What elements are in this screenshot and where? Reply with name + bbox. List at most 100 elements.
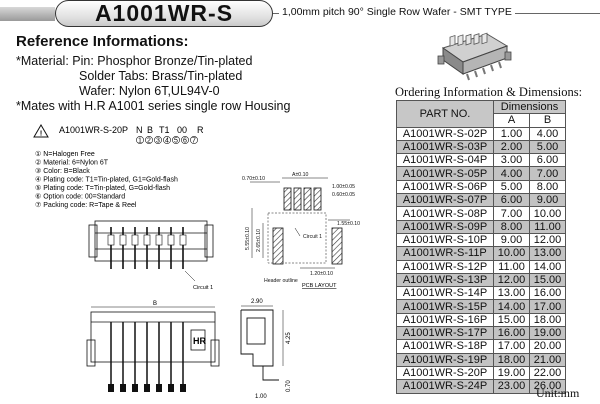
dimension-label: A±0.10 [292, 172, 309, 178]
part-code-letter: R [197, 125, 204, 135]
dimension-label: 1.20±0.10 [310, 271, 333, 277]
connector-front-view-drawing: B HR [86, 301, 220, 392]
ordering-title: Ordering Information & Dimensions: [395, 85, 583, 99]
dimension-b-cell: 10.00 [529, 206, 566, 221]
part-number-cell: A1001WR-S-16P [396, 312, 494, 328]
page-title: A1001WR-S [55, 0, 273, 27]
page-subtitle: 1,00mm pitch 90° Single Row Wafer - SMT … [279, 6, 515, 18]
circuit-label: Circuit 1 [303, 234, 322, 240]
dimension-a-cell: 23.00 [493, 379, 530, 394]
part-number-cell: A1001WR-S-11P [396, 246, 494, 261]
part-number-cell: A1001WR-S-18P [396, 339, 494, 354]
part-number-cell: A1001WR-S-04P [396, 153, 494, 168]
part-code-letter: B [147, 125, 153, 135]
dimension-a-cell: 17.00 [493, 339, 530, 354]
dimension-a-cell: 10.00 [493, 246, 530, 261]
dimension-a-cell: 3.00 [493, 153, 530, 168]
dimension-b-cell: 13.00 [529, 246, 566, 261]
part-number-cell: A1001WR-S-02P [396, 126, 494, 141]
callout-number: 7 [192, 138, 196, 145]
reference-line: Wafer: Nylon 6T,UL94V-0 [79, 84, 220, 98]
part-number-cell: A1001WR-S-17P [396, 326, 494, 341]
dimension-label: 0.60±0.05 [332, 192, 355, 198]
dimension-label: 0.70 [286, 380, 292, 392]
part-code-note: ④ Plating code: T1=Tin-plated, G1=Gold-f… [35, 176, 178, 184]
dimension-b-cell: 16.00 [529, 286, 566, 301]
dimension-a-cell: 13.00 [493, 286, 530, 301]
dimension-a-cell: 4.00 [493, 166, 530, 181]
dimension-a-cell: 2.00 [493, 139, 530, 155]
reference-line: *Material: Pin: Phosphor Bronze/Tin-plat… [16, 54, 253, 68]
dimension-b-cell: 11.00 [529, 219, 566, 234]
dimension-label: B [153, 301, 157, 307]
dimension-b-cell: 21.00 [529, 352, 566, 367]
dimension-a-cell: 19.00 [493, 365, 530, 381]
part-number-cell: A1001WR-S-08P [396, 206, 494, 221]
callout-number: 4 [165, 138, 169, 145]
callout-number: 1 [138, 138, 142, 145]
column-header-dimensions: Dimensions [493, 99, 566, 115]
column-header-a: A [493, 113, 530, 128]
part-number-cell: A1001WR-S-15P [396, 299, 494, 314]
part-number-cell: A1001WR-S-13P [396, 272, 494, 288]
dimension-b-cell: 18.00 [529, 312, 566, 328]
dimension-a-cell: 5.00 [493, 179, 530, 195]
pcb-layout-label: PCB LAYOUT [302, 283, 337, 289]
svg-text:!: ! [40, 131, 42, 138]
part-code-note: ⑤ Plating code: T=Tin-plated, G=Gold-fla… [35, 184, 170, 192]
dimension-b-cell: 20.00 [529, 339, 566, 354]
hr-logo: HR [193, 336, 206, 346]
dimension-a-cell: 1.00 [493, 126, 530, 141]
dimension-b-cell: 12.00 [529, 232, 566, 248]
part-code-letter: N [136, 125, 143, 135]
dimension-b-cell: 26.00 [529, 379, 566, 394]
title-accent-bar [0, 7, 55, 21]
part-number-cell: A1001WR-S-19P [396, 352, 494, 367]
part-code-note: ⑦ Packing code: R=Tape & Reel [35, 201, 137, 209]
part-code-note: ① N=Halogen Free [35, 150, 95, 158]
part-number-cell: A1001WR-S-12P [396, 259, 494, 274]
dimension-b-cell: 14.00 [529, 259, 566, 274]
connector-side-view-drawing: 2.90 4.25 0.70 1.00 [240, 299, 292, 400]
dimension-a-cell: 15.00 [493, 312, 530, 328]
column-header-part-no: PART NO. [396, 100, 494, 128]
part-number-cell: A1001WR-S-05P [396, 166, 494, 181]
dimension-label: 0.70±0.10 [242, 176, 265, 182]
dimension-b-cell: 9.00 [529, 193, 566, 208]
column-header-b: B [529, 113, 566, 128]
dimension-b-cell: 15.00 [529, 272, 566, 288]
part-number-cell: A1001WR-S-09P [396, 219, 494, 234]
dimension-a-cell: 9.00 [493, 232, 530, 248]
part-number-cell: A1001WR-S-10P [396, 232, 494, 248]
part-code-note: ⑥ Option code: 00=Standard [35, 193, 125, 201]
dimension-label: 2.90 [251, 299, 263, 305]
part-number-cell: A1001WR-S-24P [396, 379, 494, 394]
dimension-label: 2.65±0.10 [256, 229, 262, 252]
dimension-label: 1.00 [255, 394, 267, 400]
dimension-b-cell: 5.00 [529, 139, 566, 155]
dimension-label: 1.00±0.05 [332, 184, 355, 190]
part-code-letter: T1 [159, 125, 170, 135]
connector-top-view-drawing: Circuit 1 [88, 220, 214, 291]
part-number-cell: A1001WR-S-20P [396, 365, 494, 381]
part-code-note: ② Material: 6=Nylon 6T [35, 159, 109, 167]
dimension-label: 5.55±0.10 [245, 227, 251, 250]
unit-label: Unit:mm [536, 386, 580, 400]
